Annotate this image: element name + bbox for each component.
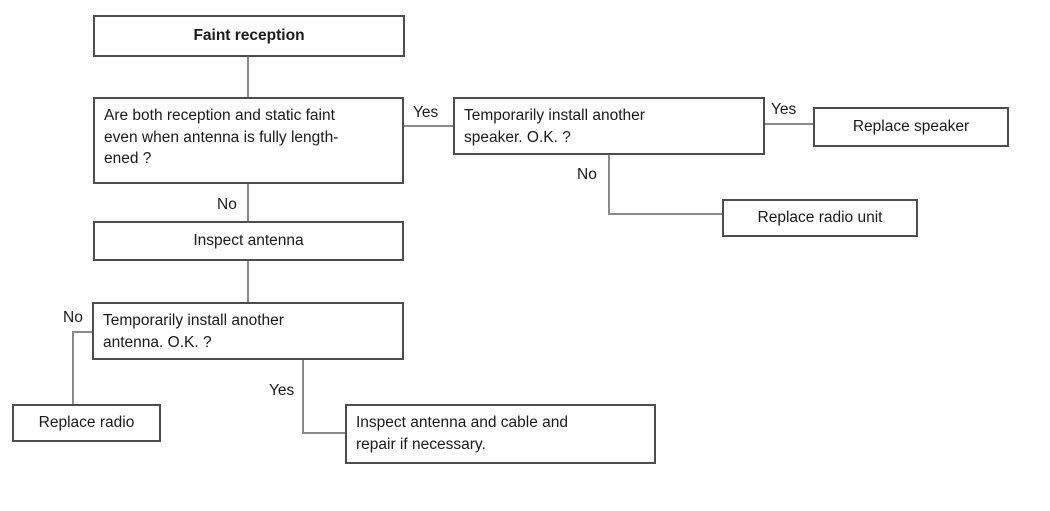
label-yes-speaker-to-replace-speaker: Yes — [771, 101, 797, 119]
label-yes-antenna-to-inspect-cable: Yes — [269, 382, 295, 400]
node-replace-speaker: Replace speaker — [813, 107, 1009, 147]
edge-q-reception-no-to-inspect-antenna — [247, 183, 249, 221]
label-no-reception-to-inspect: No — [217, 196, 237, 214]
node-start: Faint reception — [93, 15, 405, 57]
edge-inspect-antenna-to-q-antenna — [247, 261, 249, 303]
label-no-antenna-to-replace-radio: No — [63, 309, 83, 327]
edge-q-speaker-no-vertical — [608, 155, 610, 215]
node-question-install-speaker: Temporarily install another speaker. O.K… — [453, 97, 765, 155]
label-yes-reception-to-speaker: Yes — [413, 104, 439, 122]
edge-q-antenna-yes-vertical — [302, 360, 304, 434]
edge-q-antenna-no-stub — [72, 331, 93, 333]
node-inspect-antenna-cable: Inspect antenna and cable and repair if … — [345, 404, 656, 464]
node-question-reception-static: Are both reception and static faint even… — [93, 97, 404, 184]
edge-q-antenna-yes-to-inspect-cable — [302, 432, 346, 434]
edge-q-reception-yes-to-q-speaker — [403, 125, 454, 127]
label-no-speaker-to-radio-unit: No — [577, 166, 597, 184]
node-replace-radio-unit: Replace radio unit — [722, 199, 918, 237]
node-inspect-antenna: Inspect antenna — [93, 221, 404, 261]
node-question-install-antenna: Temporarily install another antenna. O.K… — [92, 302, 404, 360]
edge-start-to-q-reception — [247, 57, 249, 98]
node-replace-radio: Replace radio — [12, 404, 161, 442]
edge-q-speaker-no-to-replace-radio-unit — [608, 213, 723, 215]
edge-q-antenna-no-to-replace-radio — [72, 331, 74, 405]
edge-q-speaker-yes-to-replace-speaker — [765, 123, 814, 125]
